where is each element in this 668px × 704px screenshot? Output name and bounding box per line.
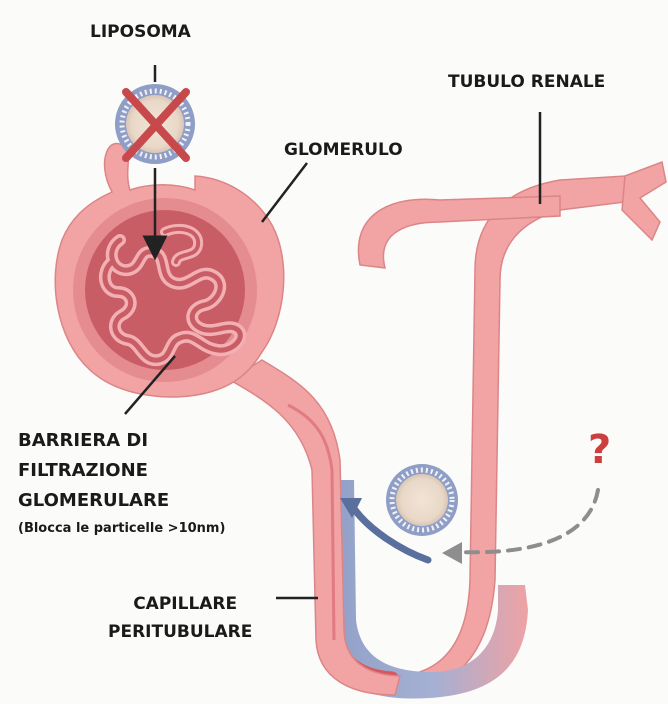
barrier-label-line2: FILTRAZIONE bbox=[18, 456, 225, 486]
question-mark-icon: ? bbox=[588, 428, 611, 472]
capillary-label: CAPILLARE PERITUBULARE bbox=[108, 590, 252, 646]
barrier-note: (Blocca le particelle >10nm) bbox=[18, 520, 225, 537]
liposome-icon bbox=[386, 464, 458, 536]
dashed-arrow-icon bbox=[442, 490, 598, 564]
capillary-label-line1: CAPILLARE bbox=[108, 590, 252, 618]
filtration-barrier-label: BARRIERA DI FILTRAZIONE GLOMERULARE (Blo… bbox=[18, 426, 225, 537]
barrier-label-line3: GLOMERULARE bbox=[18, 486, 225, 516]
blocked-liposome-icon bbox=[115, 84, 195, 164]
liposome-label: LIPOSOMA bbox=[90, 22, 191, 43]
renal-tubule-label: TUBULO RENALE bbox=[448, 72, 605, 93]
barrier-label-line1: BARRIERA DI bbox=[18, 426, 225, 456]
glomerulus-label: GLOMERULO bbox=[284, 140, 403, 161]
capillary-label-line2: PERITUBULARE bbox=[108, 618, 252, 646]
